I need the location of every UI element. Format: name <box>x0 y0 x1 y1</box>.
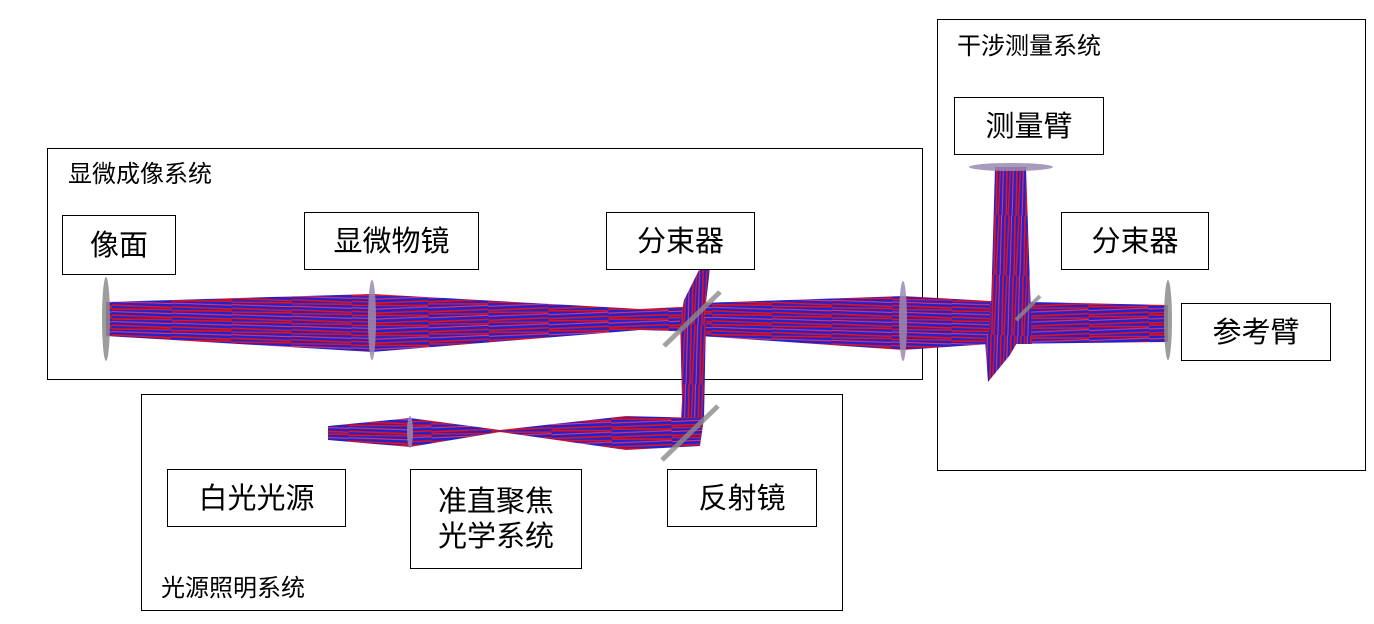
relay-lens <box>899 281 907 361</box>
reference-arm-label: 参考臂 <box>1181 303 1331 361</box>
microscope-objective-text: 显微物镜 <box>333 223 450 258</box>
beam-collimation-to-source <box>328 418 410 447</box>
illumination-system-title: 光源照明系统 <box>161 574 305 602</box>
beam-objective-to-splitter <box>372 294 700 352</box>
reference-mirror <box>1164 280 1172 360</box>
beam-mirror-to-collimation <box>410 416 704 450</box>
microscope-objective-label: 显微物镜 <box>304 212 479 270</box>
beam-splitter-left-label: 分束器 <box>606 212 755 270</box>
collimation-lens <box>407 416 413 448</box>
microscopy-system-frame <box>47 148 923 380</box>
image-plane-text: 像面 <box>89 227 148 262</box>
left-splitter-edge <box>662 290 722 348</box>
measurement-arm-text: 测量臂 <box>985 108 1073 143</box>
right-splitter-edge <box>1014 294 1042 322</box>
left-splitter-plate <box>680 268 710 330</box>
beam-image-to-objective <box>106 294 372 352</box>
interferometry-system-frame <box>937 19 1366 471</box>
interferometry-system-title: 干涉测量系统 <box>957 32 1101 60</box>
white-light-source-label: 白光光源 <box>167 469 346 527</box>
image-plane-label: 像面 <box>62 215 176 275</box>
illumination-system-frame <box>141 394 843 611</box>
measurement-arm-label: 测量臂 <box>954 97 1104 155</box>
beam-splitter-right-text: 分束器 <box>1091 223 1179 258</box>
beam-splitter-to-mirror <box>680 318 706 445</box>
fold-mirror-plate <box>660 404 720 462</box>
collimation-optics-label: 准直聚焦 光学系统 <box>410 469 582 569</box>
beam-splitter-lower <box>985 320 1030 382</box>
white-light-source-text: 白光光源 <box>198 480 315 515</box>
collimation-optics-line1: 准直聚焦 <box>437 484 554 519</box>
beam-splitter-left-text: 分束器 <box>636 223 724 258</box>
beam-to-reference-arm <box>990 301 1168 344</box>
collimation-optics-line2: 光学系统 <box>437 519 554 553</box>
mirror-label: 反射镜 <box>667 469 817 527</box>
beam-splitter-to-interferometer <box>700 296 990 350</box>
beam-splitter-right-label: 分束器 <box>1061 212 1209 270</box>
objective-lens <box>368 280 376 360</box>
reference-arm-text: 参考臂 <box>1212 314 1300 349</box>
microscopy-system-title: 显微成像系统 <box>68 160 212 188</box>
beam-to-measurement-arm <box>990 167 1032 344</box>
mirror-text: 反射镜 <box>698 480 786 515</box>
measurement-mirror <box>969 163 1053 171</box>
image-plane-lens <box>102 277 110 361</box>
